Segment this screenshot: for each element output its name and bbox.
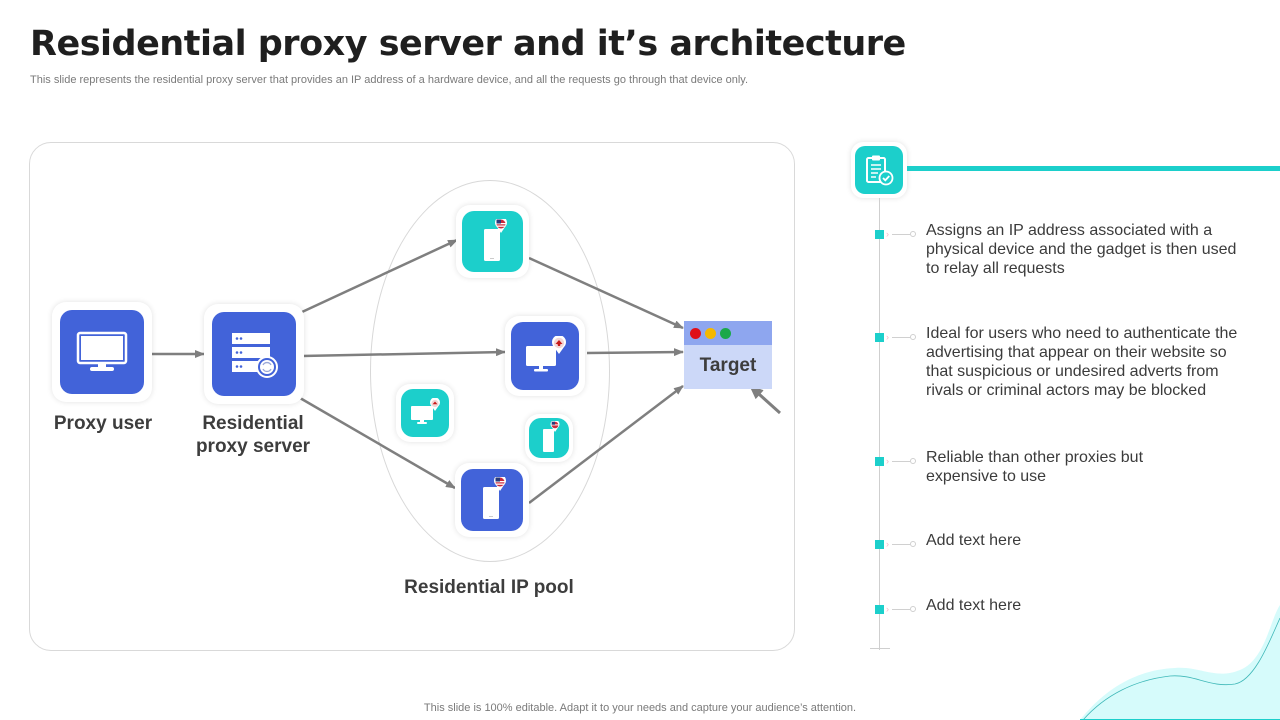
slide-footer: This slide is 100% editable. Adapt it to… — [423, 702, 857, 714]
browser-window-icon — [684, 321, 772, 345]
chevron-right-icon: › — [886, 456, 889, 466]
pool-device-bottom[interactable] — [455, 463, 529, 537]
clipboard-check-icon — [866, 155, 894, 186]
pool-device-middle[interactable] — [505, 316, 585, 396]
bullet-square-icon — [875, 605, 884, 614]
monitor-canada-flag-icon — [526, 336, 566, 372]
timeline-line — [879, 198, 880, 650]
monitor-icon — [76, 331, 128, 371]
feature-text: Reliable than other proxies but expensiv… — [926, 449, 1144, 485]
bullet-circle-icon — [910, 458, 916, 464]
feature-text: Add text here — [926, 597, 1022, 614]
timeline-end-cap — [870, 648, 890, 649]
slide-title: Residential proxy server and it’s archit… — [30, 24, 906, 64]
bullet-connector — [892, 544, 910, 545]
features-header-line — [907, 166, 1280, 171]
bullet-connector — [892, 234, 910, 235]
smartphone-us-flag-icon — [483, 477, 506, 519]
residential-ip-pool-ellipse — [370, 180, 610, 562]
residential-proxy-server-label: Residential proxy server — [180, 412, 326, 458]
residential-proxy-server-label-line1: Residential — [202, 413, 304, 434]
chevron-right-icon: › — [886, 539, 889, 549]
pool-device-right-small[interactable] — [525, 414, 573, 462]
bullet-circle-icon — [910, 541, 916, 547]
bullet-connector — [892, 337, 910, 338]
proxy-user-label: Proxy user — [53, 413, 153, 434]
window-maximize-dot — [720, 327, 731, 339]
feature-text: Ideal for users who need to authenticate… — [926, 325, 1238, 399]
target-node[interactable]: Target — [684, 321, 772, 389]
pool-device-left-small[interactable] — [396, 384, 454, 442]
slide-subtitle: This slide represents the residential pr… — [30, 74, 749, 86]
chevron-right-icon: › — [886, 604, 889, 614]
bullet-square-icon — [875, 457, 884, 466]
bullet-connector — [892, 461, 910, 462]
server-sync-icon — [232, 333, 278, 378]
monitor-canada-flag-icon — [411, 398, 440, 424]
features-header-icon-box — [851, 142, 907, 198]
bullet-circle-icon — [910, 606, 916, 612]
bullet-circle-icon — [910, 231, 916, 237]
feature-text: Assigns an IP address associated with a … — [926, 222, 1237, 277]
bullet-square-icon — [875, 540, 884, 549]
pool-device-top[interactable] — [456, 205, 529, 278]
chevron-right-icon: › — [886, 229, 889, 239]
bullet-circle-icon — [910, 334, 916, 340]
window-minimize-dot — [705, 327, 716, 339]
smartphone-us-flag-icon — [483, 218, 507, 261]
window-close-dot — [690, 327, 701, 339]
residential-ip-pool-label: Residential IP pool — [404, 577, 574, 598]
residential-proxy-server-label-line2: proxy server — [195, 436, 311, 457]
feature-text: Add text here — [926, 532, 1022, 549]
residential-proxy-server-node[interactable] — [204, 304, 304, 404]
bullet-square-icon — [875, 230, 884, 239]
bullet-square-icon — [875, 333, 884, 342]
proxy-user-node[interactable] — [52, 302, 152, 402]
bullet-connector — [892, 609, 910, 610]
target-label: Target — [699, 355, 757, 376]
chevron-right-icon: › — [886, 332, 889, 342]
smartphone-us-flag-icon — [543, 421, 560, 452]
